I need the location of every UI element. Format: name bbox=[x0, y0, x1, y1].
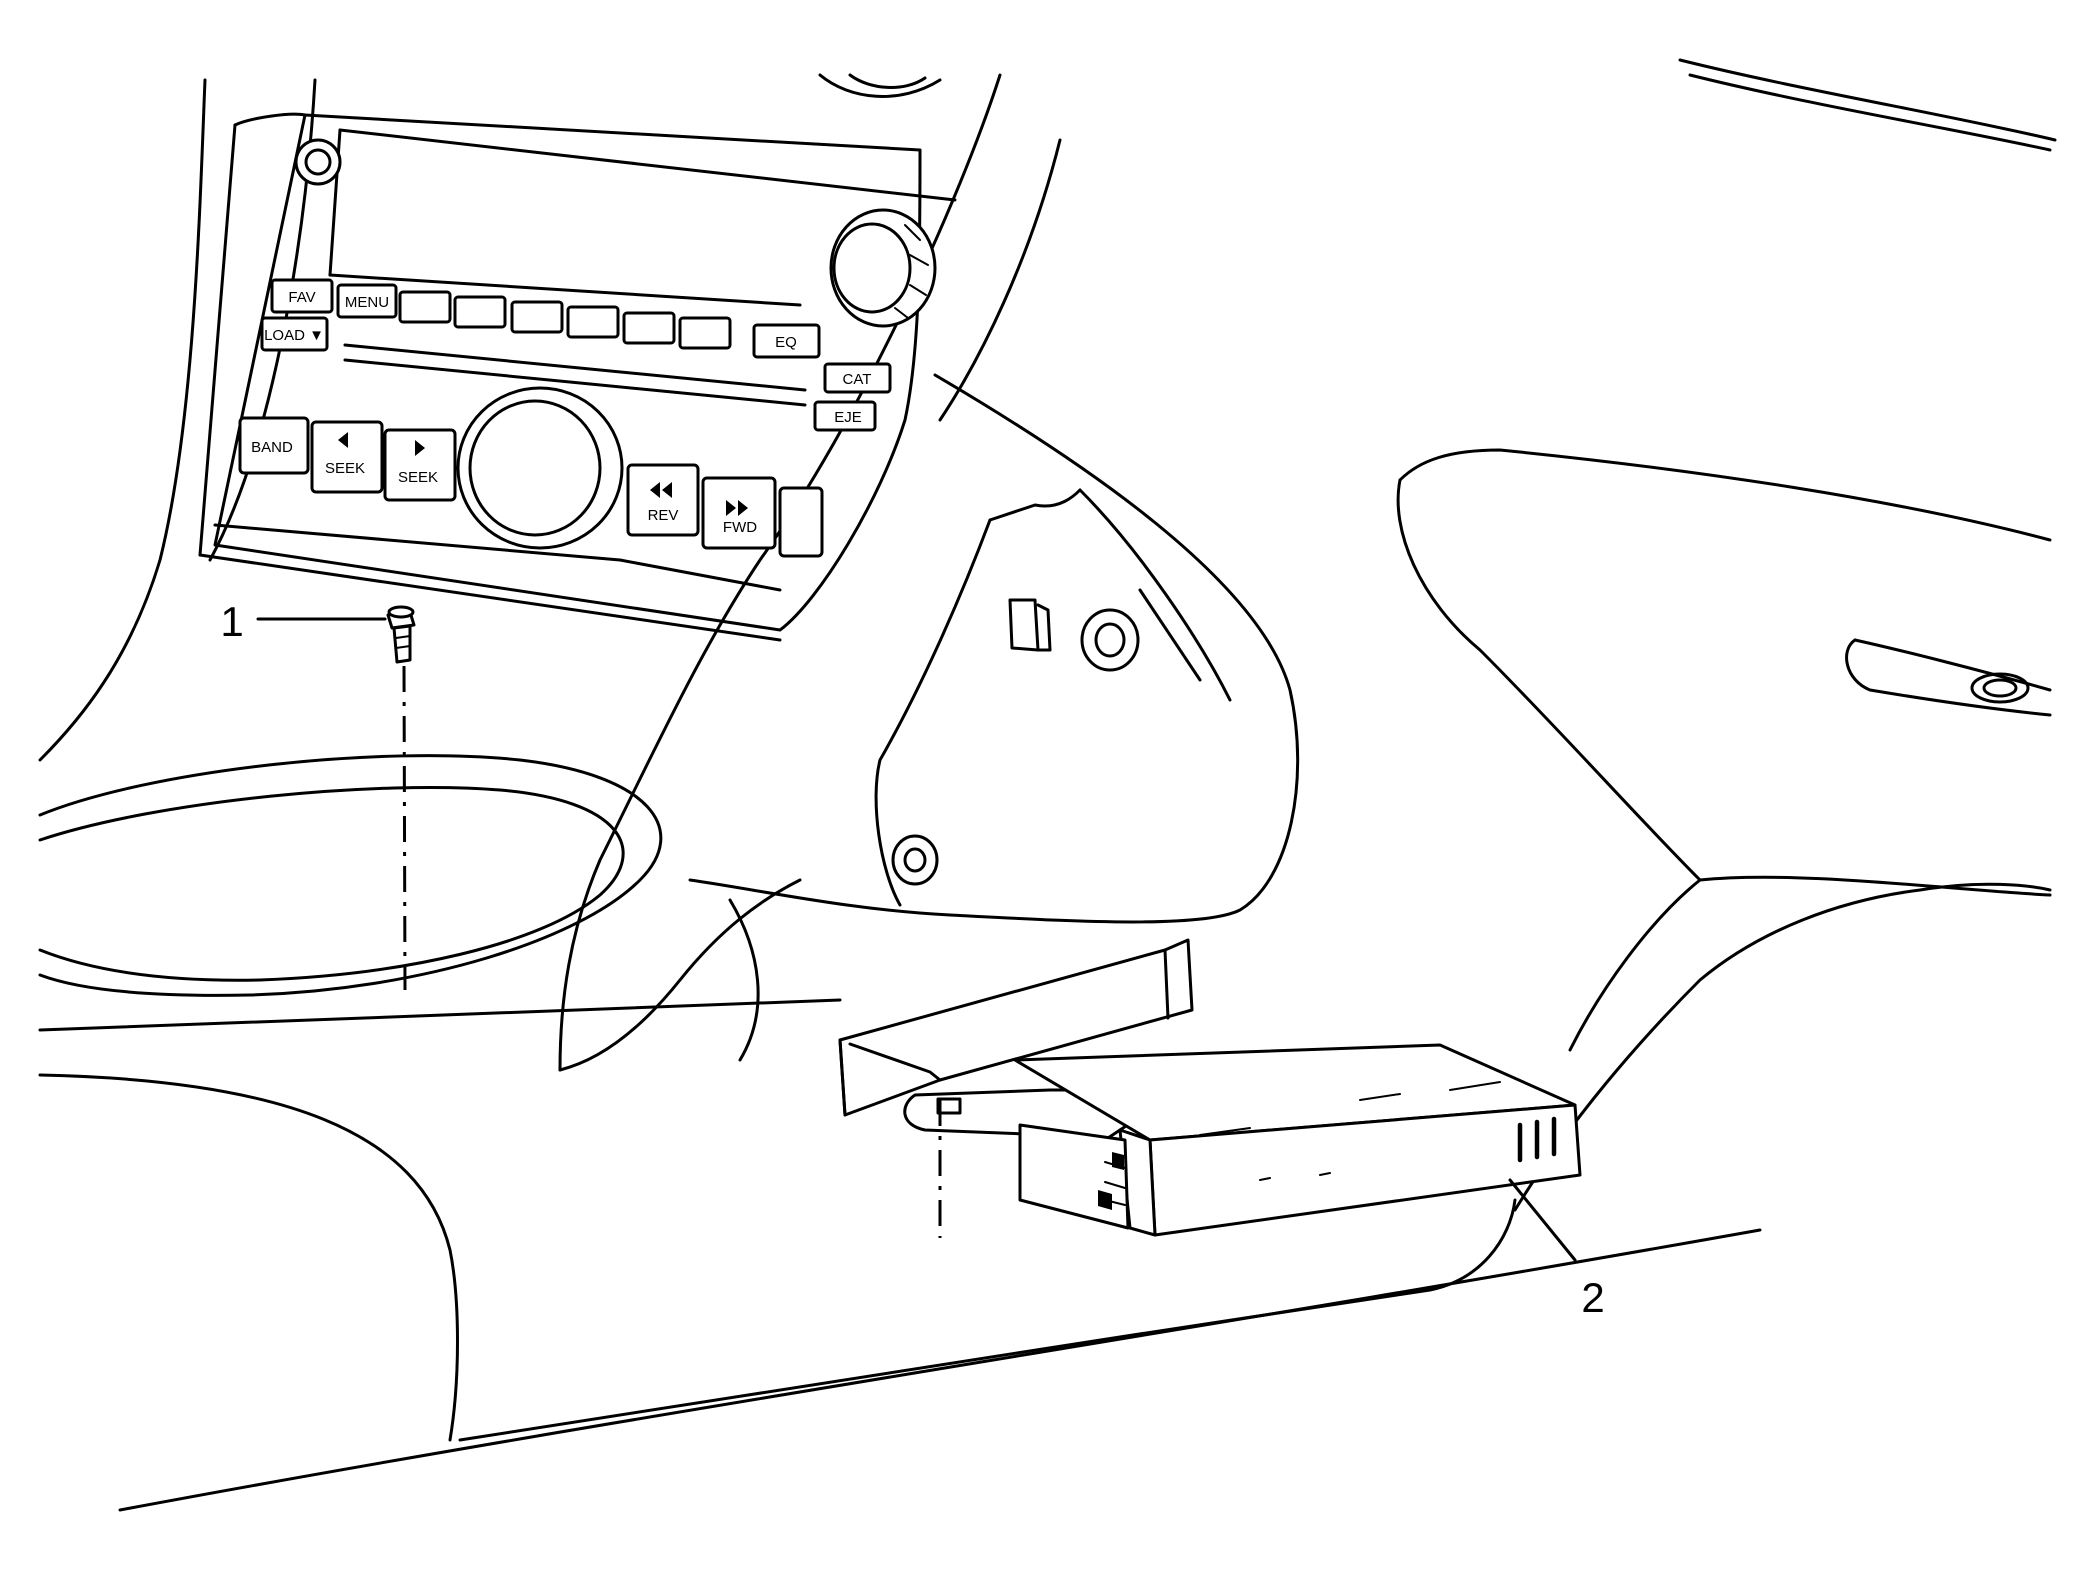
band-button-label: BAND bbox=[251, 439, 293, 456]
seek-fwd-button-label: SEEK bbox=[398, 469, 438, 486]
cup-holder bbox=[38, 754, 663, 997]
callout-2: 2 bbox=[1508, 1178, 1605, 1321]
rev-button-label: REV bbox=[648, 507, 679, 524]
menu-button-label: MENU bbox=[345, 294, 389, 311]
callout-1: 1 bbox=[220, 598, 387, 645]
cat-button-label: CAT bbox=[843, 371, 872, 388]
fwd-button-label: FWD bbox=[723, 519, 757, 536]
callout-1-label: 1 bbox=[220, 598, 243, 645]
radio-unit: FAV MENU EQ LOAD ▼ CAT EJE BAND SEEK SEE… bbox=[198, 112, 957, 642]
fastener bbox=[386, 605, 416, 991]
side-trim-panel bbox=[688, 373, 1300, 924]
eject-button-label: EJE bbox=[834, 409, 862, 426]
fav-button-label: FAV bbox=[288, 289, 315, 306]
armrest-panel bbox=[1396, 58, 2057, 1052]
load-button-label: LOAD ▼ bbox=[264, 327, 324, 344]
eq-button-label: EQ bbox=[775, 334, 797, 351]
callout-2-label: 2 bbox=[1581, 1274, 1604, 1321]
seek-back-button-label: SEEK bbox=[325, 460, 365, 477]
module-assembly bbox=[838, 938, 1582, 1238]
